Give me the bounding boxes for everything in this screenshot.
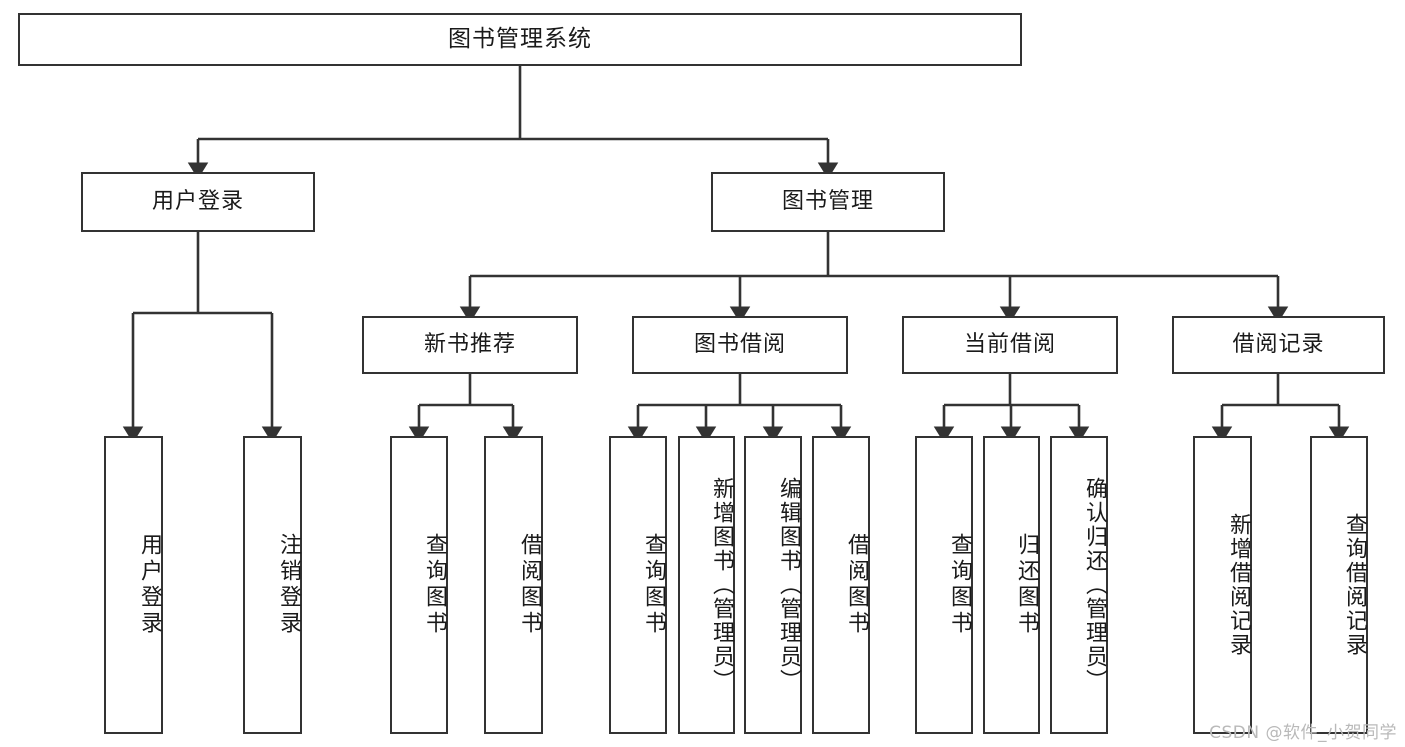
watermark-text: CSDN @软件_小贺同学 (1209, 723, 1397, 743)
node-leaf-query-record[interactable]: 查询借阅记录 (1310, 436, 1368, 734)
node-borrow-record-label: 借阅记录 (1232, 331, 1325, 357)
node-leaf-confirm-return[interactable]: 确认归还（管理员） (1050, 436, 1108, 734)
node-leaf-borrow-book-2[interactable]: 借阅图书 (812, 436, 870, 734)
node-book-borrow[interactable]: 图书借阅 (632, 316, 848, 374)
node-book-manage-label: 图书管理 (781, 188, 874, 214)
node-leaf-add-book[interactable]: 新增图书（管理员） (678, 436, 735, 734)
node-book-manage[interactable]: 图书管理 (711, 172, 945, 232)
node-leaf-edit-book-label: 编辑图书（管理员） (776, 477, 801, 693)
node-leaf-borrow-book-2-label: 借阅图书 (844, 533, 869, 637)
node-borrow-record[interactable]: 借阅记录 (1172, 316, 1385, 374)
node-leaf-add-record-label: 新增借阅记录 (1226, 513, 1251, 657)
node-leaf-logout[interactable]: 注销登录 (243, 436, 302, 734)
node-leaf-return-book[interactable]: 归还图书 (983, 436, 1040, 734)
node-leaf-query-book-3-label: 查询图书 (947, 533, 972, 637)
node-new-book-recommend-label: 新书推荐 (423, 331, 516, 357)
node-root[interactable]: 图书管理系统 (18, 13, 1022, 66)
node-new-book-recommend[interactable]: 新书推荐 (362, 316, 578, 374)
node-leaf-add-record[interactable]: 新增借阅记录 (1193, 436, 1252, 734)
node-user-login-label: 用户登录 (151, 188, 244, 214)
node-leaf-query-book-1[interactable]: 查询图书 (390, 436, 448, 734)
node-leaf-query-book-1-label: 查询图书 (422, 533, 447, 637)
node-leaf-query-book-3[interactable]: 查询图书 (915, 436, 973, 734)
node-leaf-query-book-2[interactable]: 查询图书 (609, 436, 667, 734)
node-leaf-query-record-label: 查询借阅记录 (1342, 513, 1367, 657)
node-leaf-logout-label: 注销登录 (276, 533, 301, 637)
node-leaf-return-book-label: 归还图书 (1014, 533, 1039, 637)
node-leaf-borrow-book-1-label: 借阅图书 (517, 533, 542, 637)
node-leaf-confirm-return-label: 确认归还（管理员） (1082, 477, 1107, 693)
node-leaf-user-login[interactable]: 用户登录 (104, 436, 163, 734)
node-leaf-user-login-label: 用户登录 (137, 533, 162, 637)
node-user-login[interactable]: 用户登录 (81, 172, 315, 232)
node-current-borrow-label: 当前借阅 (963, 331, 1056, 357)
node-root-label: 图书管理系统 (448, 25, 592, 52)
node-leaf-add-book-label: 新增图书（管理员） (709, 477, 734, 693)
node-leaf-borrow-book-1[interactable]: 借阅图书 (484, 436, 543, 734)
node-leaf-query-book-2-label: 查询图书 (641, 533, 666, 637)
node-current-borrow[interactable]: 当前借阅 (902, 316, 1118, 374)
node-book-borrow-label: 图书借阅 (693, 331, 786, 357)
node-leaf-edit-book[interactable]: 编辑图书（管理员） (744, 436, 802, 734)
